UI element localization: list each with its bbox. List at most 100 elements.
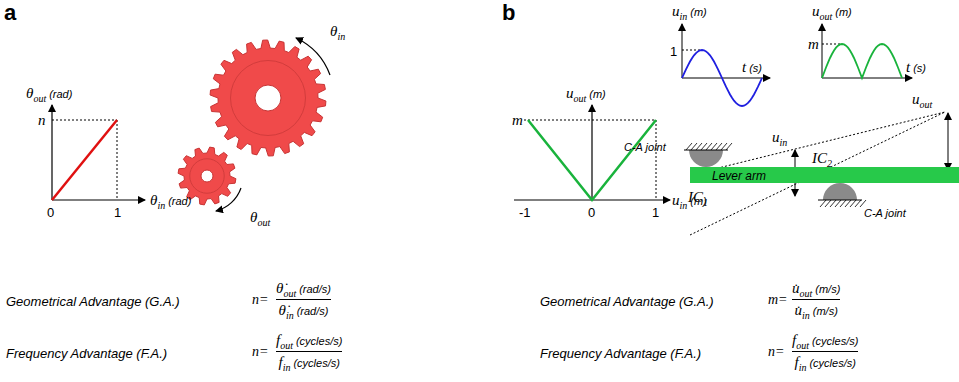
label-text: Geometrical Advantage (G.A.) xyxy=(540,294,714,309)
label-text: (cycles/s) xyxy=(812,335,858,347)
guide-line xyxy=(117,120,118,200)
label-text: C-A joint xyxy=(624,141,666,153)
gear-ring xyxy=(190,159,225,194)
hatch-stroke xyxy=(845,200,851,207)
hatch-stroke xyxy=(860,200,866,207)
numerator: θ̇out(rad/s) xyxy=(276,279,331,299)
label-text: θ̇ xyxy=(276,280,283,296)
label-group: uout(m) xyxy=(812,2,852,22)
label-group: 1 xyxy=(114,203,121,221)
label-text: out xyxy=(257,217,270,228)
label-group: IC1 xyxy=(688,188,708,208)
x-axis xyxy=(52,199,145,200)
gear-hole xyxy=(201,170,213,182)
label-group: n= xyxy=(252,342,268,360)
label-group: uin(m) xyxy=(672,2,707,22)
label-text: in xyxy=(780,137,788,148)
label-group: t(s) xyxy=(906,58,926,76)
y-axis xyxy=(591,105,592,200)
label-group: θin xyxy=(330,22,345,42)
label-group: Frequency Advantage (F.A.) xyxy=(6,344,167,362)
label-group: uin xyxy=(772,128,787,148)
label-text: (m) xyxy=(690,6,707,18)
label-text: t xyxy=(742,59,746,75)
label-text: f xyxy=(279,354,283,370)
hatch-stroke xyxy=(855,200,861,207)
label-text: C-A joint xyxy=(864,207,906,219)
label-text: θ̇ xyxy=(279,302,286,318)
label-text: (rad/s) xyxy=(297,305,329,317)
label-text: f xyxy=(276,332,280,348)
label-text: u̇ xyxy=(792,280,800,296)
hatch-stroke xyxy=(726,143,732,150)
joint-symbol xyxy=(689,150,723,167)
numerator: fout(cycles/s) xyxy=(792,331,858,351)
label-text: in xyxy=(283,362,291,373)
label-group: Frequency Advantage (F.A.) xyxy=(540,344,701,362)
label-text: out xyxy=(283,288,296,299)
label-text: u xyxy=(772,129,780,145)
label-group: Geometrical Advantage (G.A.) xyxy=(540,292,714,310)
label-text: b xyxy=(502,0,515,25)
denominator: θ̇in(rad/s) xyxy=(276,299,331,321)
v-curve xyxy=(528,120,656,200)
label-text: in xyxy=(680,11,688,22)
hatch-stroke xyxy=(696,143,702,150)
hatch-stroke xyxy=(691,143,697,150)
label-text: in xyxy=(157,200,165,211)
label-text: f xyxy=(792,332,796,348)
gear-hole xyxy=(255,85,281,111)
label-text: (cycles/s) xyxy=(296,335,342,347)
label-group: 1 xyxy=(670,42,677,60)
hatch-stroke xyxy=(716,143,722,150)
label-text: -1 xyxy=(519,205,531,220)
label-text: n= xyxy=(252,344,268,359)
label-group: θout(rad) xyxy=(26,84,72,104)
label-text: (s) xyxy=(749,62,762,74)
label-text: t xyxy=(906,59,910,75)
label-group: θin(rad) xyxy=(150,191,191,211)
fraction: θ̇out(rad/s)θ̇in(rad/s) xyxy=(276,279,331,321)
label-text: f xyxy=(795,354,799,370)
label-text: in xyxy=(337,31,345,42)
label-text: out xyxy=(33,93,46,104)
label-text: 1 xyxy=(652,205,659,220)
label-text: u xyxy=(566,85,574,101)
label-text: n xyxy=(38,112,46,128)
label-group: C-A joint xyxy=(624,137,666,155)
label-group: m xyxy=(512,111,523,129)
label-text: (cycles/s) xyxy=(809,357,855,369)
label-text: u̇ xyxy=(795,302,803,318)
label-group: 1 xyxy=(652,203,659,221)
input-signal xyxy=(682,50,762,106)
label-text: θ xyxy=(330,23,337,39)
label-text: 0 xyxy=(47,205,54,220)
label-text: u xyxy=(812,3,820,19)
label-text: (s) xyxy=(913,62,926,74)
label-group: 0 xyxy=(47,203,54,221)
rotation-arrow xyxy=(296,38,330,75)
hatch-stroke xyxy=(711,143,717,150)
denominator: u̇in(m/s) xyxy=(792,299,840,321)
lever-bar: Lever arm xyxy=(690,167,959,183)
label-text: out xyxy=(920,99,933,110)
label-text: m xyxy=(512,112,523,128)
label-group: b xyxy=(502,0,515,26)
label-group: n= xyxy=(768,342,784,360)
label-text: a xyxy=(4,0,16,25)
label-text: (rad) xyxy=(168,195,191,207)
label-text: Geometrical Advantage (G.A.) xyxy=(6,294,180,309)
label-text: Frequency Advantage (F.A.) xyxy=(6,346,167,361)
rotation-guide xyxy=(690,112,945,175)
x-axis xyxy=(682,78,770,79)
label-text: (m/s) xyxy=(815,283,840,295)
label-text: u xyxy=(912,91,920,107)
label-group: uout(m) xyxy=(566,84,606,104)
displacement-arrow xyxy=(948,113,949,170)
gear-ring xyxy=(231,61,306,136)
label-text: u xyxy=(672,192,680,208)
hatch-stroke xyxy=(820,200,826,207)
hatch-stroke xyxy=(721,143,727,150)
label-group: n= xyxy=(252,290,268,308)
